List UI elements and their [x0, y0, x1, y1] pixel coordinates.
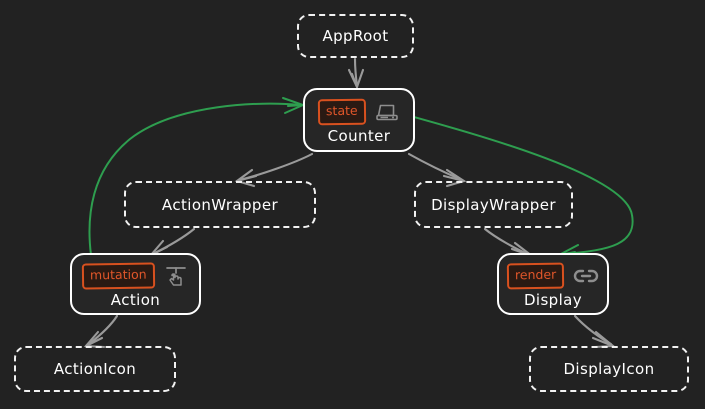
node-displaywrapper-label: DisplayWrapper [431, 195, 556, 214]
edge-display-displayicon [573, 314, 616, 349]
node-counter-header: state [305, 98, 413, 126]
node-displaywrapper[interactable]: DisplayWrapper [414, 181, 573, 228]
node-counter-label: Counter [327, 126, 391, 145]
node-displayicon[interactable]: DisplayIcon [529, 346, 689, 392]
node-action-header: mutation [72, 262, 199, 290]
node-counter[interactable]: state Counter [303, 88, 415, 152]
node-action-label: Action [110, 290, 161, 309]
node-actionicon[interactable]: ActionIcon [14, 346, 176, 392]
node-displayicon-label: DisplayIcon [563, 360, 655, 378]
node-display-header: render [499, 262, 607, 290]
laptop-icon [374, 101, 400, 123]
badge-render[interactable]: render [507, 262, 565, 290]
node-actionicon-label: ActionIcon [53, 360, 137, 378]
node-actionwrapper[interactable]: ActionWrapper [124, 181, 316, 228]
badge-mutation[interactable]: mutation [82, 262, 155, 290]
node-display-label: Display [523, 290, 583, 309]
badge-state[interactable]: state [317, 98, 367, 126]
edge-action-counter-highlight [88, 97, 306, 256]
node-action[interactable]: mutation Action [70, 253, 201, 315]
node-actionwrapper-label: ActionWrapper [161, 195, 279, 214]
node-display[interactable]: render Display [497, 253, 609, 315]
click-pointer-icon [163, 265, 189, 287]
link-chain-icon [573, 265, 599, 287]
edge-actionwrapper-action [148, 227, 196, 258]
node-approot-label: AppRoot [322, 27, 389, 45]
edge-approot-counter [347, 57, 365, 90]
node-approot[interactable]: AppRoot [297, 14, 414, 58]
edge-action-actionicon [83, 314, 119, 349]
